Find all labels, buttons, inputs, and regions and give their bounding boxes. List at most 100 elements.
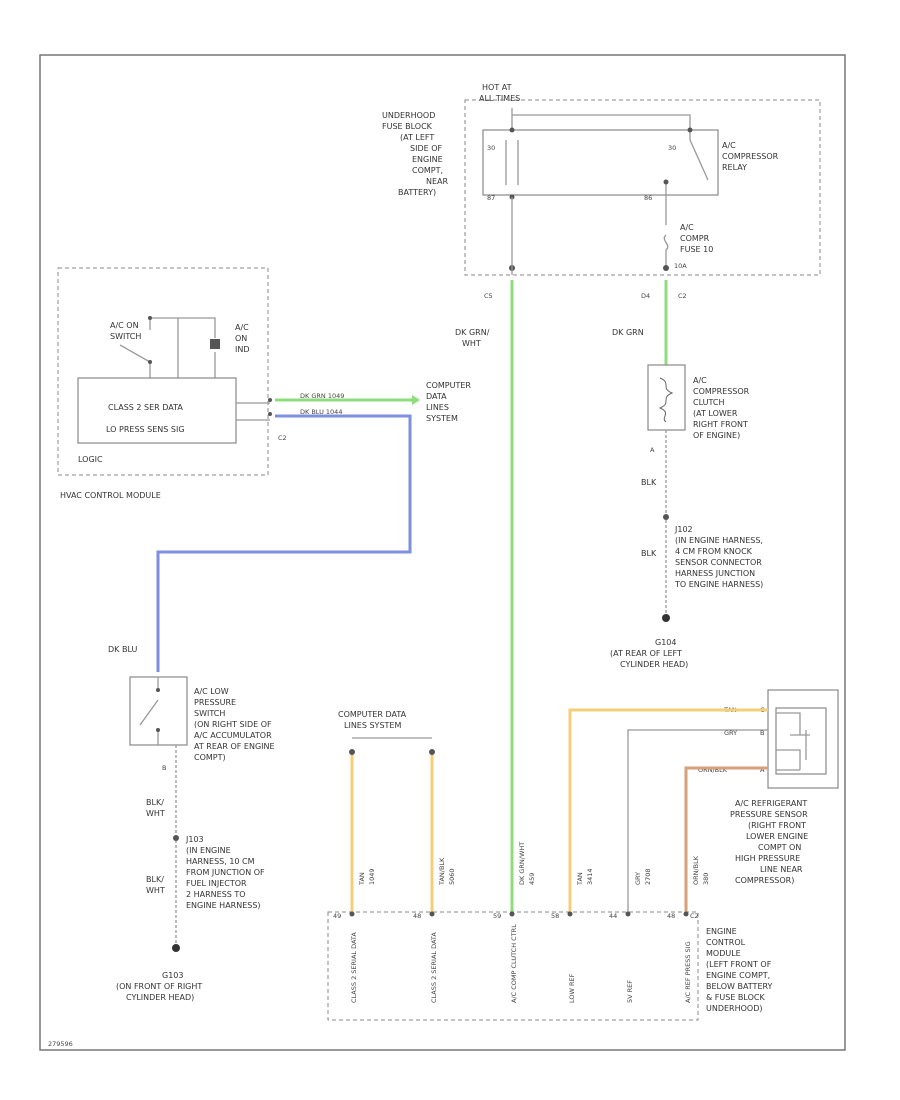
switch-contact: [156, 728, 160, 732]
fuse-block-line: COMPT,: [412, 166, 443, 175]
ecm-wire-color: TAN: [576, 872, 584, 886]
fuse-block-line: ENGINE: [412, 155, 443, 164]
hvac-line: A/C ON: [110, 321, 139, 330]
ecm-pin: [625, 911, 631, 917]
sensor-line: HIGH PRESSURE: [735, 854, 800, 863]
ecm-signal: LOW REF: [568, 973, 576, 1003]
ecm-signal-labels: CLASS 2 SERIAL DATA CLASS 2 SERIAL DATA …: [350, 924, 692, 1003]
sensor-line: COMPT ON: [758, 843, 801, 852]
ground-g104-icon: [662, 614, 670, 622]
ecm-pin-number: 58: [551, 912, 559, 920]
sensor-wire-orn-blk: ORN/BLK: [698, 766, 728, 774]
lps-line: COMPT): [194, 753, 226, 762]
clutch-line: COMPRESSOR: [693, 387, 750, 396]
conn-c2-top: C2: [678, 292, 687, 300]
relay-coil: [505, 140, 519, 185]
wire-label-dk-grn: DK GRN: [612, 328, 644, 337]
ecm-pin-number: 49: [333, 912, 341, 920]
g103-line: CYLINDER HEAD): [126, 993, 194, 1002]
wire-label: BLK/: [146, 875, 164, 884]
led-indicator-icon: [210, 339, 220, 349]
ecm-pin: [349, 911, 355, 917]
lps-pin-b: B: [162, 764, 166, 772]
ecm-wire-circuit: 380: [702, 873, 710, 885]
sensor-line: LOWER ENGINE: [746, 832, 808, 841]
wire-label-blk-1: BLK: [641, 478, 657, 487]
wire-label: WHT: [146, 809, 165, 818]
j102-line: HARNESS JUNCTION: [675, 569, 755, 578]
pressure-switch-icon: [139, 677, 159, 745]
j102-line: (IN ENGINE HARNESS,: [675, 536, 763, 545]
j103-label: J103 (IN ENGINE HARNESS, 10 CM FROM JUNC…: [185, 835, 265, 910]
switch-contact: [156, 688, 160, 692]
sensor-line: PRESSURE SENSOR: [730, 810, 808, 819]
figure-id: 279596: [48, 1040, 73, 1048]
ecm-pin-number: 48: [667, 912, 675, 920]
g104-label: G104 (AT REAR OF LEFT CYLINDER HEAD): [610, 638, 688, 669]
j103-line: (IN ENGINE: [186, 846, 231, 855]
g104-line: (AT REAR OF LEFT: [610, 649, 682, 658]
conn-c5: C5: [484, 292, 493, 300]
hvac-line: ON: [235, 334, 247, 343]
j103-line: J103: [185, 835, 204, 844]
switch-contact: [148, 360, 152, 364]
underhood-fuse-block-label: UNDERHOOD FUSE BLOCK (AT LEFT SIDE OF EN…: [382, 111, 449, 197]
computer-data-system-2-label: COMPUTER DATA LINES SYSTEM: [338, 710, 407, 730]
hvac-line: SWITCH: [110, 332, 141, 341]
refrig-sensor-label: A/C REFRIGERANT PRESSURE SENSOR (RIGHT F…: [730, 799, 808, 885]
computer-data-system-label: COMPUTER DATA LINES SYSTEM: [426, 381, 471, 423]
relay-contact: [687, 127, 693, 133]
g103-label: G103 (ON FRONT OF RIGHT CYLINDER HEAD): [116, 971, 202, 1002]
j102-line: SENSOR CONNECTOR: [675, 558, 762, 567]
wire-label: WHT: [462, 339, 481, 348]
wire-label: BLK/: [146, 798, 164, 807]
sensor-line: A/C REFRIGERANT: [735, 799, 807, 808]
relay-bus-wire: [511, 108, 691, 130]
splice-j103: [173, 835, 179, 841]
ecm-label: ENGINE CONTROL MODULE (LEFT FRONT OF ENG…: [706, 927, 773, 1013]
ecm-wire-color: GRY: [634, 872, 642, 885]
wire-label: WHT: [146, 886, 165, 895]
lps-line: PRESSURE: [194, 698, 236, 707]
data-node: [349, 749, 355, 755]
ecm-line: MODULE: [706, 949, 741, 958]
fuse-block-line: BATTERY): [398, 188, 436, 197]
wire-orn-blk-sensor: [684, 766, 768, 912]
cds2-line: LINES SYSTEM: [344, 721, 401, 730]
refrig-sensor-inner: [775, 707, 827, 775]
wire-label-dk-blu-2: DK BLU: [108, 645, 137, 654]
relay-box: [482, 129, 719, 196]
hot-at-line: HOT AT: [482, 83, 512, 92]
ecm-pin-dots: [349, 911, 689, 917]
ecm-pin-numbers: 49 48 59 58 44 48: [333, 912, 675, 920]
wire-tan-sensor: [568, 708, 768, 912]
hvac-data-line: CLASS 2 SER DATA: [108, 403, 183, 412]
j103-line: FUEL INJECTOR: [186, 879, 247, 888]
wire-label-dk-grn-wht: DK GRN/ WHT: [455, 328, 490, 348]
g104-line: CYLINDER HEAD): [620, 660, 688, 669]
connector-pin: [268, 412, 272, 416]
hvac-c2: C2: [278, 434, 287, 442]
relay-pin-right: 30: [668, 144, 676, 152]
ecm-signal: A/C REF PRESS SIG: [684, 941, 692, 1003]
relay-switch: [665, 130, 709, 198]
g103-line: G103: [162, 971, 183, 980]
clutch-line: A/C: [693, 376, 707, 385]
g104-line: G104: [655, 638, 676, 647]
hvac-switch-label: A/C ON SWITCH: [110, 321, 141, 341]
ecm-wire-circuit: 5060: [448, 868, 456, 885]
sensor-wire-gry: GRY: [724, 729, 737, 737]
hvac-module-label: HVAC CONTROL MODULE: [60, 491, 161, 500]
clutch-line: CLUTCH: [693, 398, 725, 407]
relay-pin-left: 30: [487, 144, 495, 152]
relay-pin-87: 87: [487, 194, 495, 202]
wire-label-dk-blu-1: DK BLU 1044: [300, 408, 342, 416]
connector-pin: [268, 398, 272, 402]
hvac-internal-wiring: [119, 317, 216, 378]
ecm-wire-circuit: 3414: [586, 868, 594, 885]
diagram-border: [39, 54, 846, 1051]
wire-label-blk-2: BLK: [641, 549, 657, 558]
ecm-wire-color: TAN: [358, 872, 366, 886]
ecm-wire-color: ORN/BLK: [692, 855, 700, 885]
relay-contact: [663, 179, 669, 185]
